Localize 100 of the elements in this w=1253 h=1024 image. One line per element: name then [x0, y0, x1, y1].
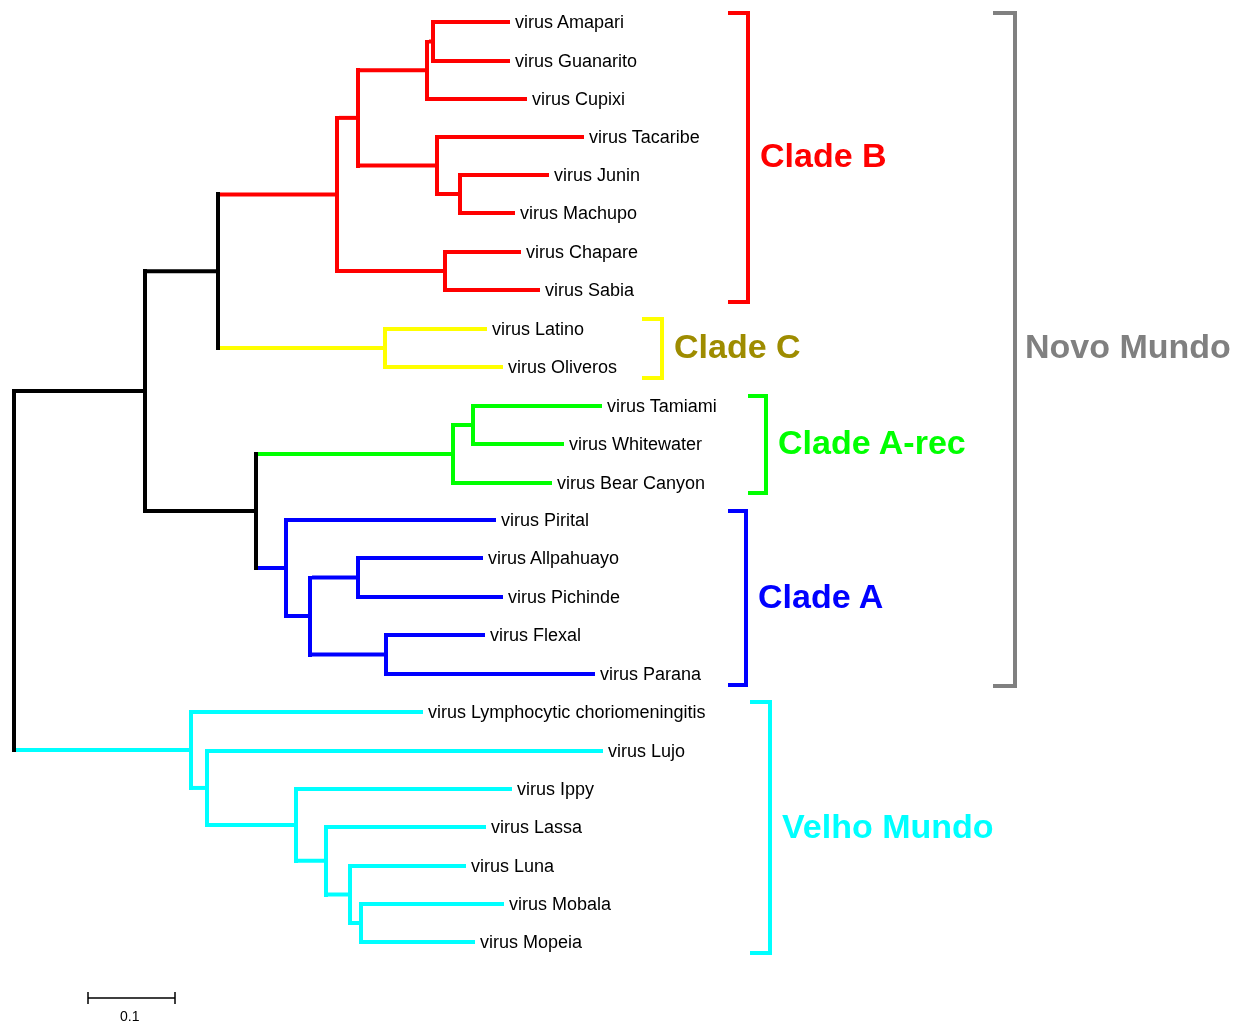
- tree-branch: [435, 135, 439, 196]
- taxon-label: virus Tamiami: [602, 395, 717, 417]
- tree-branch: [451, 423, 455, 485]
- tree-branch: [348, 864, 352, 925]
- tree-branch: [328, 825, 486, 829]
- tree-branch: [339, 269, 443, 273]
- tree-branch: [383, 327, 387, 369]
- taxon-label: virus Lassa: [486, 816, 583, 838]
- taxon-label: virus Junin: [549, 164, 641, 186]
- tree-branch: [298, 858, 324, 863]
- tree-branch: [298, 787, 512, 791]
- taxon-label: virus Tacaribe: [584, 126, 700, 148]
- tree-branch: [220, 346, 383, 350]
- tree-branch: [387, 327, 487, 331]
- tree-branch: [429, 39, 431, 44]
- tree-branch: [439, 135, 584, 139]
- tree-branch: [455, 481, 552, 485]
- tree-branch: [443, 250, 447, 292]
- taxon-label: virus Oliveros: [503, 356, 618, 378]
- tree-branch: [360, 595, 503, 599]
- taxon-label: virus Ippy: [512, 778, 595, 800]
- clade-label: Velho Mundo: [782, 806, 994, 846]
- tree-branch: [147, 269, 216, 274]
- tree-branch: [189, 710, 193, 790]
- clade-label: Novo Mundo: [1025, 326, 1231, 366]
- tree-branch: [12, 389, 16, 752]
- tree-branch: [462, 173, 549, 177]
- taxon-label: virus Guanarito: [510, 50, 638, 72]
- tree-branch: [220, 192, 335, 197]
- taxon-label: virus Lymphocytic choriomeningitis: [423, 701, 706, 723]
- taxon-label: virus Latino: [487, 318, 585, 340]
- tree-branch: [435, 20, 510, 24]
- tree-branch: [193, 710, 423, 714]
- taxon-label: virus Pirital: [496, 509, 589, 531]
- tree-branch: [143, 269, 147, 513]
- tree-branch: [458, 173, 462, 215]
- tree-branch: [254, 452, 258, 570]
- tree-branch: [16, 389, 143, 394]
- tree-branch: [308, 575, 312, 657]
- tree-branch: [356, 68, 360, 168]
- taxon-label: virus Sabia: [540, 279, 635, 301]
- tree-branch: [284, 518, 288, 618]
- taxon-label: virus Flexal: [485, 624, 582, 646]
- tree-branch: [147, 509, 254, 513]
- tree-branch: [388, 633, 485, 637]
- tree-branch: [359, 902, 363, 944]
- scale-label: 0.1: [120, 1007, 140, 1024]
- tree-branch: [205, 749, 209, 827]
- taxon-label: virus Allpahuayo: [483, 547, 620, 569]
- tree-branch: [360, 163, 435, 168]
- tree-branch: [455, 423, 471, 427]
- taxon-label: virus Cupixi: [527, 88, 626, 110]
- tree-branch: [387, 365, 503, 369]
- tree-branch: [258, 452, 451, 456]
- tree-branch: [360, 556, 483, 560]
- tree-branch: [363, 940, 475, 944]
- tree-branch: [209, 822, 294, 827]
- tree-branch: [312, 575, 356, 580]
- tree-branch: [324, 825, 328, 897]
- tree-branch: [258, 566, 284, 570]
- tree-branch: [475, 442, 564, 446]
- tree-branch: [429, 97, 527, 101]
- taxon-label: virus Pichinde: [503, 586, 621, 608]
- tree-branch: [471, 404, 475, 446]
- tree-branch: [288, 614, 308, 618]
- tree-branch: [294, 787, 298, 863]
- tree-branch: [16, 747, 189, 752]
- tree-branch: [216, 192, 220, 350]
- tree-branch: [447, 288, 540, 292]
- taxon-label: virus Mopeia: [475, 931, 583, 953]
- clade-label: Clade A-rec: [778, 422, 966, 462]
- taxon-label: virus Bear Canyon: [552, 472, 706, 494]
- taxon-label: virus Machupo: [515, 202, 638, 224]
- taxon-label: virus Whitewater: [564, 433, 703, 455]
- taxon-label: virus Luna: [466, 855, 555, 877]
- tree-branch: [352, 864, 466, 868]
- tree-branch: [209, 749, 603, 753]
- tree-branch: [425, 39, 429, 101]
- tree-branch: [431, 20, 435, 63]
- tree-branch: [435, 59, 510, 63]
- clade-label: Clade A: [758, 576, 884, 616]
- tree-branch: [388, 672, 595, 676]
- tree-branch: [356, 556, 360, 599]
- clade-label: Clade B: [760, 135, 887, 175]
- taxon-label: virus Amapari: [510, 11, 625, 33]
- taxon-label: virus Lujo: [603, 740, 686, 762]
- tree-branch: [360, 68, 425, 73]
- tree-branch: [312, 652, 384, 657]
- tree-branch: [339, 115, 356, 120]
- tree-branch: [335, 115, 339, 273]
- tree-branch: [475, 404, 602, 408]
- tree-branch: [288, 518, 496, 522]
- taxon-label: virus Chapare: [521, 241, 639, 263]
- tree-branch: [352, 921, 359, 925]
- taxon-label: virus Mobala: [504, 893, 612, 915]
- tree-branch: [462, 211, 515, 215]
- tree-branch: [384, 633, 388, 676]
- tree-branch: [328, 892, 348, 897]
- tree-branch: [363, 902, 504, 906]
- tree-branch: [447, 250, 521, 254]
